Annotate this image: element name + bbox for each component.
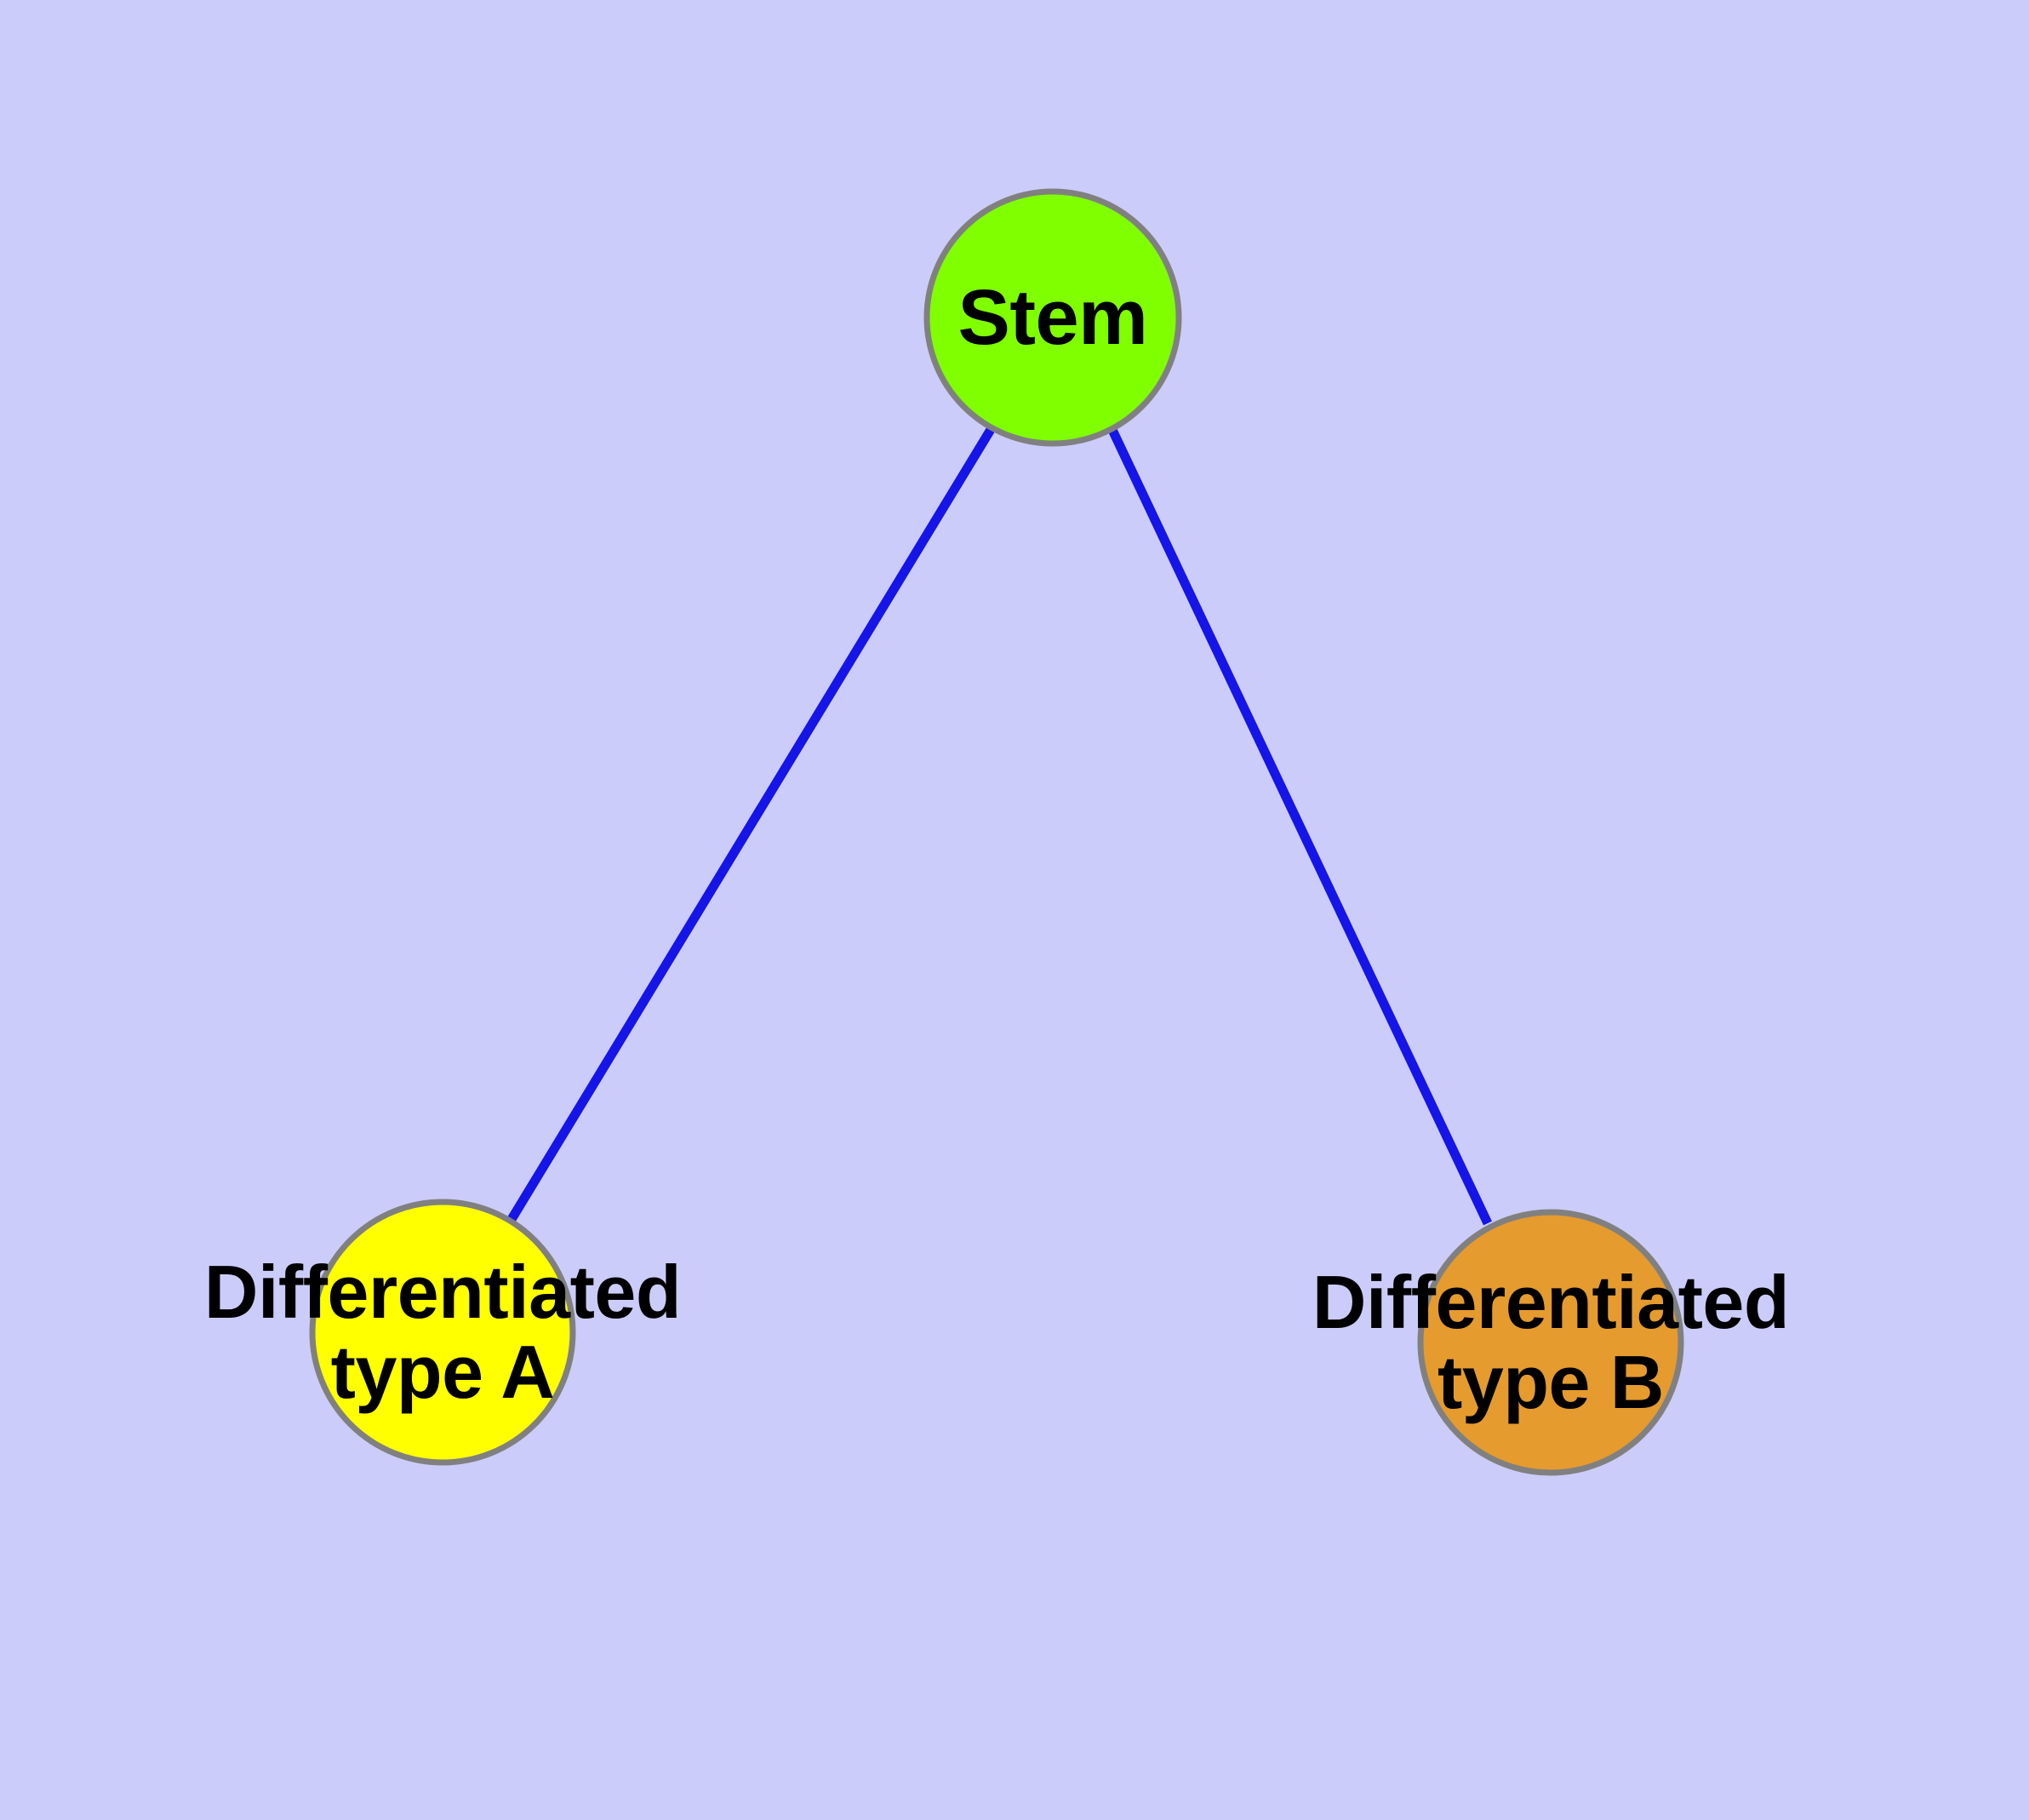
edge-stem-to-diff-b: [1108, 427, 1492, 1226]
node-diff-b[interactable]: [1417, 1209, 1684, 1476]
node-stem[interactable]: [923, 188, 1182, 447]
edge-stem-to-diff-a: [506, 426, 996, 1223]
node-diff-a[interactable]: [309, 1199, 576, 1466]
